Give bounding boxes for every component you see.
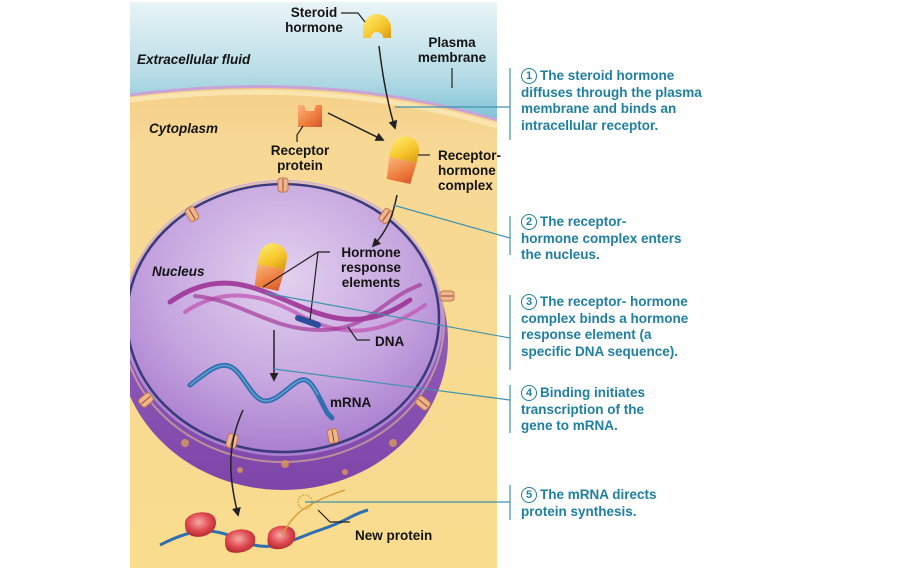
label-new-protein: New protein bbox=[355, 528, 433, 543]
step-number-badge: 4 bbox=[521, 385, 537, 401]
step-number-badge: 2 bbox=[521, 214, 537, 230]
arrow-receptor-to-complex bbox=[327, 112, 385, 141]
label-mrna: mRNA bbox=[330, 395, 372, 410]
bound-receptor-hormone-complex bbox=[254, 243, 288, 292]
extracellular-region bbox=[130, 2, 497, 120]
arrow-complex-to-nucleus bbox=[371, 194, 398, 248]
step-text: The steroid hormone diffuses through the… bbox=[521, 68, 702, 133]
label-cytoplasm: Cytoplasm bbox=[149, 121, 219, 136]
step-text: The mRNA directs protein synthesis. bbox=[521, 487, 657, 519]
label-steroid-hormone: Steroid hormone bbox=[285, 5, 343, 35]
label-receptor-protein: Receptor protein bbox=[270, 143, 330, 173]
plasma-membrane bbox=[130, 85, 497, 122]
label-dna: DNA bbox=[375, 334, 405, 349]
steroid-hormone-molecule bbox=[363, 14, 391, 38]
process-arrows bbox=[230, 45, 398, 517]
arrow-hormone-to-complex bbox=[378, 45, 398, 130]
cell-illustration bbox=[130, 2, 497, 568]
label-leaders bbox=[262, 12, 453, 523]
step-text: Binding initiates transcription of the g… bbox=[521, 385, 646, 433]
arrow-mrna-to-ribosome bbox=[230, 409, 244, 517]
step-number-badge: 5 bbox=[521, 487, 537, 503]
step-leaders bbox=[264, 68, 511, 520]
receptor-protein-molecule bbox=[298, 105, 322, 127]
nucleus bbox=[130, 180, 443, 456]
hormone-response-element bbox=[295, 315, 321, 328]
step-text: The receptor- hormone complex binds a ho… bbox=[521, 294, 689, 359]
step-number-badge: 3 bbox=[521, 294, 537, 310]
receptor-hormone-complex-molecule bbox=[386, 136, 420, 185]
label-plasma-membrane: Plasma membrane bbox=[417, 35, 487, 65]
label-hormone-response-elements: Hormone response elements bbox=[340, 245, 402, 290]
label-receptor-hormone-complex: Receptor- hormone complex bbox=[438, 148, 502, 193]
nuclear-rim-dots bbox=[181, 439, 397, 475]
label-nucleus: Nucleus bbox=[152, 264, 205, 279]
step-number-badge: 1 bbox=[521, 68, 537, 84]
step-text: The receptor- hormone complex enters the… bbox=[521, 214, 682, 262]
dna-helix bbox=[167, 280, 427, 333]
label-extracellular-fluid: Extracellular fluid bbox=[137, 52, 251, 67]
ribosomes bbox=[185, 512, 296, 553]
